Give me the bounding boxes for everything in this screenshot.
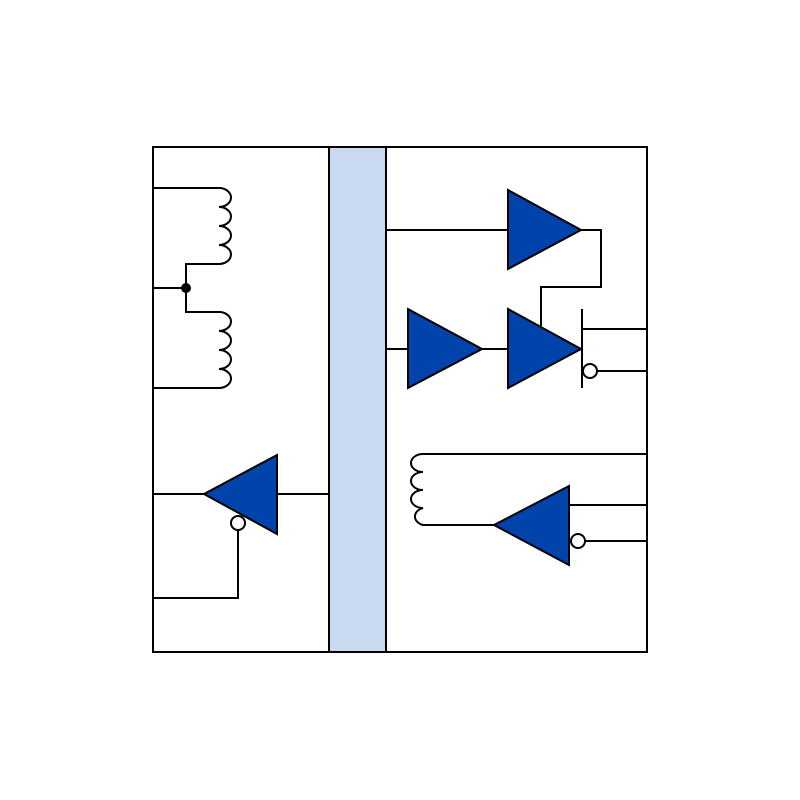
left-receiver-buffer	[153, 453, 329, 599]
coil-upper-winding	[153, 187, 232, 288]
right-lower-coil	[410, 453, 647, 526]
right-lower-buffer	[491, 484, 647, 567]
right-middle-buffers	[386, 307, 584, 390]
middle-left-buffer-triangle	[407, 307, 485, 390]
lower-coil-winding	[410, 453, 647, 526]
top-buffer-output-wire	[540, 229, 602, 326]
left-buffer-triangle	[201, 453, 278, 536]
isolation-barrier	[328, 146, 387, 653]
center-tapped-transformer	[153, 187, 232, 389]
top-buffer-triangle	[507, 188, 584, 271]
middle-right-buffer-triangle	[507, 307, 584, 390]
output-switch	[581, 309, 647, 388]
center-tap-junction-dot	[181, 283, 191, 293]
lower-buffer-enable-bubble	[570, 533, 586, 549]
left-buffer-enable-wire	[153, 530, 239, 599]
switch-bubble	[582, 363, 598, 379]
left-buffer-enable-bubble	[230, 515, 246, 531]
outer-frame	[152, 146, 648, 653]
coil-lower-winding	[153, 288, 232, 389]
lower-buffer-triangle	[491, 484, 570, 567]
right-top-buffer	[386, 188, 602, 326]
